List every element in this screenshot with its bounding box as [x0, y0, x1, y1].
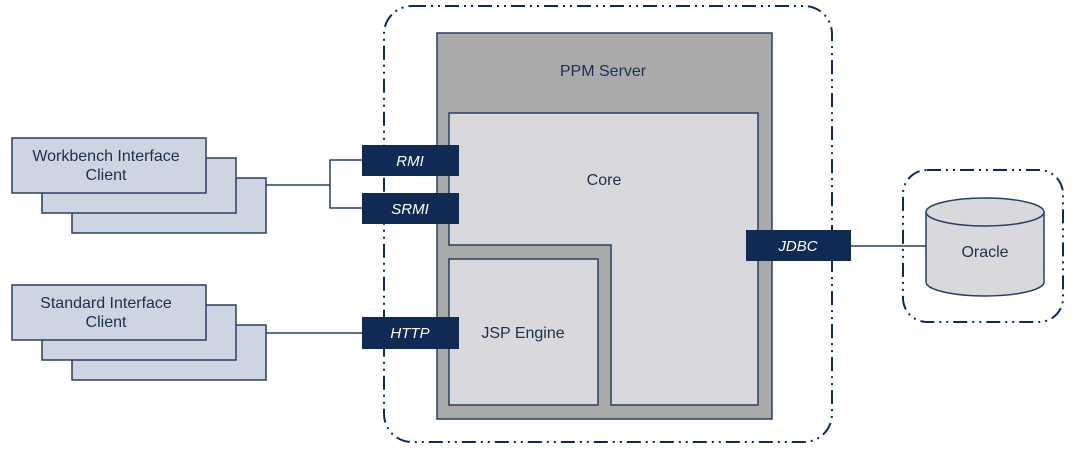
- core-region: [448, 112, 759, 406]
- oracle-cylinder-body: [925, 212, 1045, 297]
- srmi-tag-label: SRMI: [391, 201, 429, 218]
- rmi-tag-label: RMI: [396, 153, 424, 170]
- workbench-client-card-front: [11, 137, 207, 194]
- rmi-tag: RMI: [362, 145, 459, 176]
- jdbc-tag-box: [746, 230, 851, 261]
- http-tag-label: HTTP: [390, 325, 429, 342]
- standard-client-stack: Standard Interface Client: [11, 284, 267, 381]
- workbench-connector: [266, 159, 362, 209]
- oracle-database-icon: [925, 197, 1045, 297]
- jsp-engine-box: [448, 258, 599, 406]
- standard-client-label-line1: Standard Interface: [40, 295, 172, 312]
- http-tag-box: [362, 317, 459, 349]
- standard-client-card-front: [11, 284, 207, 341]
- jdbc-tag: JDBC: [746, 230, 851, 261]
- core-label: Core: [587, 172, 622, 189]
- workbench-client-label-line1: Workbench Interface: [32, 148, 179, 165]
- oracle-label: Oracle: [961, 244, 1008, 261]
- workbench-client-label-line2: Client: [86, 167, 127, 184]
- jsp-engine-label: JSP Engine: [481, 325, 564, 342]
- srmi-tag: SRMI: [362, 193, 459, 224]
- http-tag: HTTP: [362, 317, 459, 349]
- ppm-server-title: PPM Server: [560, 63, 647, 80]
- database-boundary: [902, 169, 1064, 323]
- srmi-tag-box: [362, 193, 459, 224]
- rmi-tag-box: [362, 145, 459, 176]
- oracle-cylinder-top: [925, 197, 1045, 227]
- standard-client-label-line2: Client: [86, 314, 127, 331]
- workbench-client-stack: Workbench Interface Client: [11, 137, 267, 234]
- jdbc-tag-label: JDBC: [777, 238, 817, 255]
